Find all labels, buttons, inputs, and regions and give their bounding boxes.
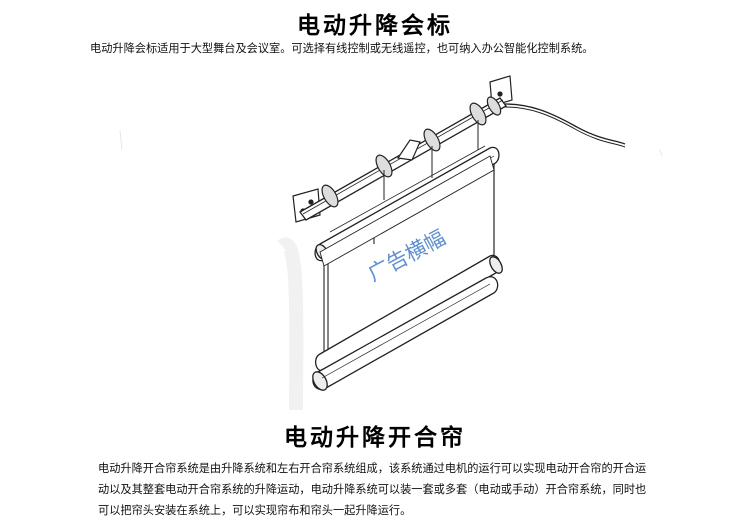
- paragraph-line: 电动升降开合帘系统是由升降系统和左右开合帘系统组成，该系统通过电机的运行可以实现…: [98, 462, 647, 475]
- hanging-straps: [383, 120, 479, 200]
- power-cable: [504, 103, 626, 145]
- description-paragraph: 电动升降开合帘系统是由升降系统和左右开合帘系统组成，该系统通过电机的运行可以实现…: [98, 458, 748, 521]
- intro-paragraph: 电动升降会标适用于大型舞台及会议室。可选择有线控制或无线遥控，也可纳入办公智能化…: [90, 42, 594, 55]
- wall-bracket-right: [489, 75, 513, 107]
- page-title: 电动升降会标: [297, 13, 453, 39]
- bottom-roller: [312, 276, 499, 391]
- scan-noise: [119, 129, 663, 411]
- section-title: 电动升降开合帘: [284, 425, 466, 451]
- paragraph-line: 可以把帘头安装在系统上，可以实现帘布和帘头一起升降运行。: [98, 504, 412, 517]
- rod-clamps: [321, 96, 502, 208]
- paragraph-line: 动以及其整套电动开合帘系统的升降运动，电动升降系统可以装一套或多套（电动或手动）…: [98, 483, 647, 496]
